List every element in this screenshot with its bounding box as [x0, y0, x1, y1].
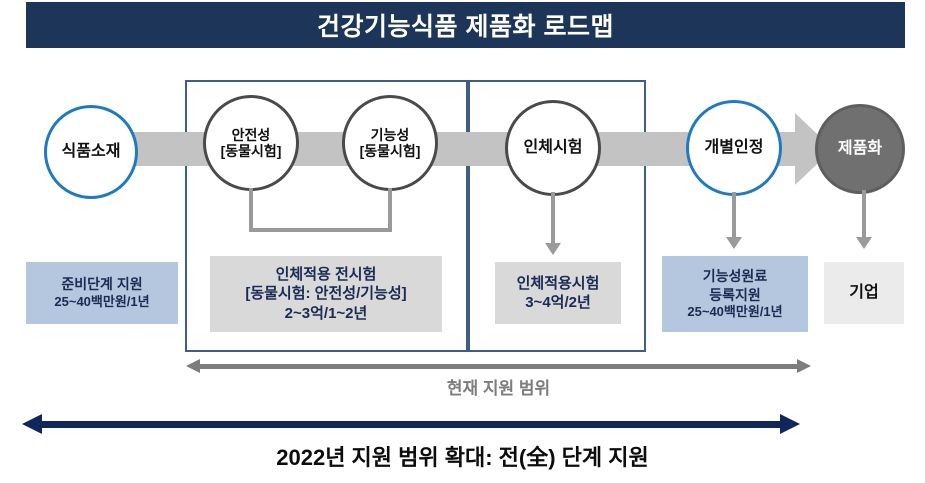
phase-container-clinical [466, 80, 646, 352]
support-clinical-line1: 인체적용시험 [516, 274, 600, 292]
support-preclinical-line2: [동물시험: 안전성/기능성] [245, 285, 407, 303]
scope-expanded-left-arrowhead-icon [22, 414, 42, 434]
node-productization[interactable]: 제품화 [815, 104, 905, 194]
node-functionality-sublabel: [동물시험] [359, 143, 421, 159]
connector-safety-vertical [249, 188, 253, 232]
node-food-material[interactable]: 식품소재 [44, 105, 138, 199]
page-title: 건강기능식품 제품화 로드맵 [317, 13, 614, 41]
phase-container-preclinical [185, 80, 470, 352]
scope-arrow-expanded [22, 412, 800, 438]
support-preclinical-line1: 인체적용 전시험 [275, 265, 377, 283]
connector-human-trial-line [551, 192, 555, 244]
support-box-preclinical: 인체적용 전시험 [동물시험: 안전성/기능성] 2~3억/1~2년 [210, 256, 442, 332]
node-human-trial[interactable]: 인체시험 [505, 100, 601, 196]
scope-current-shaft [199, 364, 798, 369]
support-box-prep: 준비단계 지원 25~40백만원/1년 [26, 262, 178, 324]
node-safety[interactable]: 안전성 [동물시험] [203, 95, 299, 191]
node-human-trial-label: 인체시험 [523, 138, 583, 156]
support-prep-line1: 준비단계 지원 [61, 276, 143, 293]
node-food-material-label: 식품소재 [61, 142, 121, 160]
support-registration-line2: 등록지원 [709, 286, 761, 303]
node-functionality-label: 기능성 [370, 126, 410, 143]
connector-preclinical-bracket [249, 228, 392, 232]
node-functionality[interactable]: 기능성 [동물시험] [342, 95, 438, 191]
connector-individual-approval-arrowhead-icon [726, 237, 742, 249]
support-box-registration: 기능성원료 등록지원 25~40백만원/1년 [662, 256, 808, 332]
connector-individual-approval-line [732, 192, 736, 238]
support-preclinical-line3: 2~3억/1~2년 [284, 304, 368, 322]
scope-expanded-right-arrowhead-icon [780, 414, 800, 434]
node-safety-sublabel: [동물시험] [220, 143, 282, 159]
scope-expanded-shaft [40, 421, 782, 428]
node-safety-label: 안전성 [231, 126, 271, 143]
scope-arrow-current [186, 357, 811, 377]
connector-productization-arrowhead-icon [856, 237, 872, 249]
page-title-bar: 건강기능식품 제품화 로드맵 [26, 2, 905, 48]
support-prep-line2: 25~40백만원/1년 [54, 293, 150, 309]
support-company-line1: 기업 [849, 283, 879, 301]
support-clinical-line2: 3~4억/2년 [525, 294, 591, 311]
support-box-company: 기업 [824, 262, 904, 324]
scope-current-right-arrowhead-icon [797, 359, 811, 373]
support-registration-line1: 기능성원료 [702, 268, 768, 285]
connector-human-trial-arrowhead-icon [545, 243, 561, 255]
scope-expanded-label: 2022년 지원 범위 확대: 전(全) 단계 지원 [276, 445, 649, 470]
scope-current-label: 현재 지원 범위 [446, 379, 551, 398]
connector-functionality-vertical [388, 188, 392, 232]
connector-productization-line [862, 190, 866, 238]
scope-current-left-arrowhead-icon [186, 359, 200, 373]
support-box-clinical: 인체적용시험 3~4억/2년 [495, 262, 621, 324]
support-registration-line3: 25~40백만원/1년 [687, 303, 783, 319]
node-productization-label: 제품화 [837, 139, 883, 157]
node-individual-approval-label: 개별인정 [704, 138, 764, 156]
node-individual-approval[interactable]: 개별인정 [686, 100, 782, 196]
